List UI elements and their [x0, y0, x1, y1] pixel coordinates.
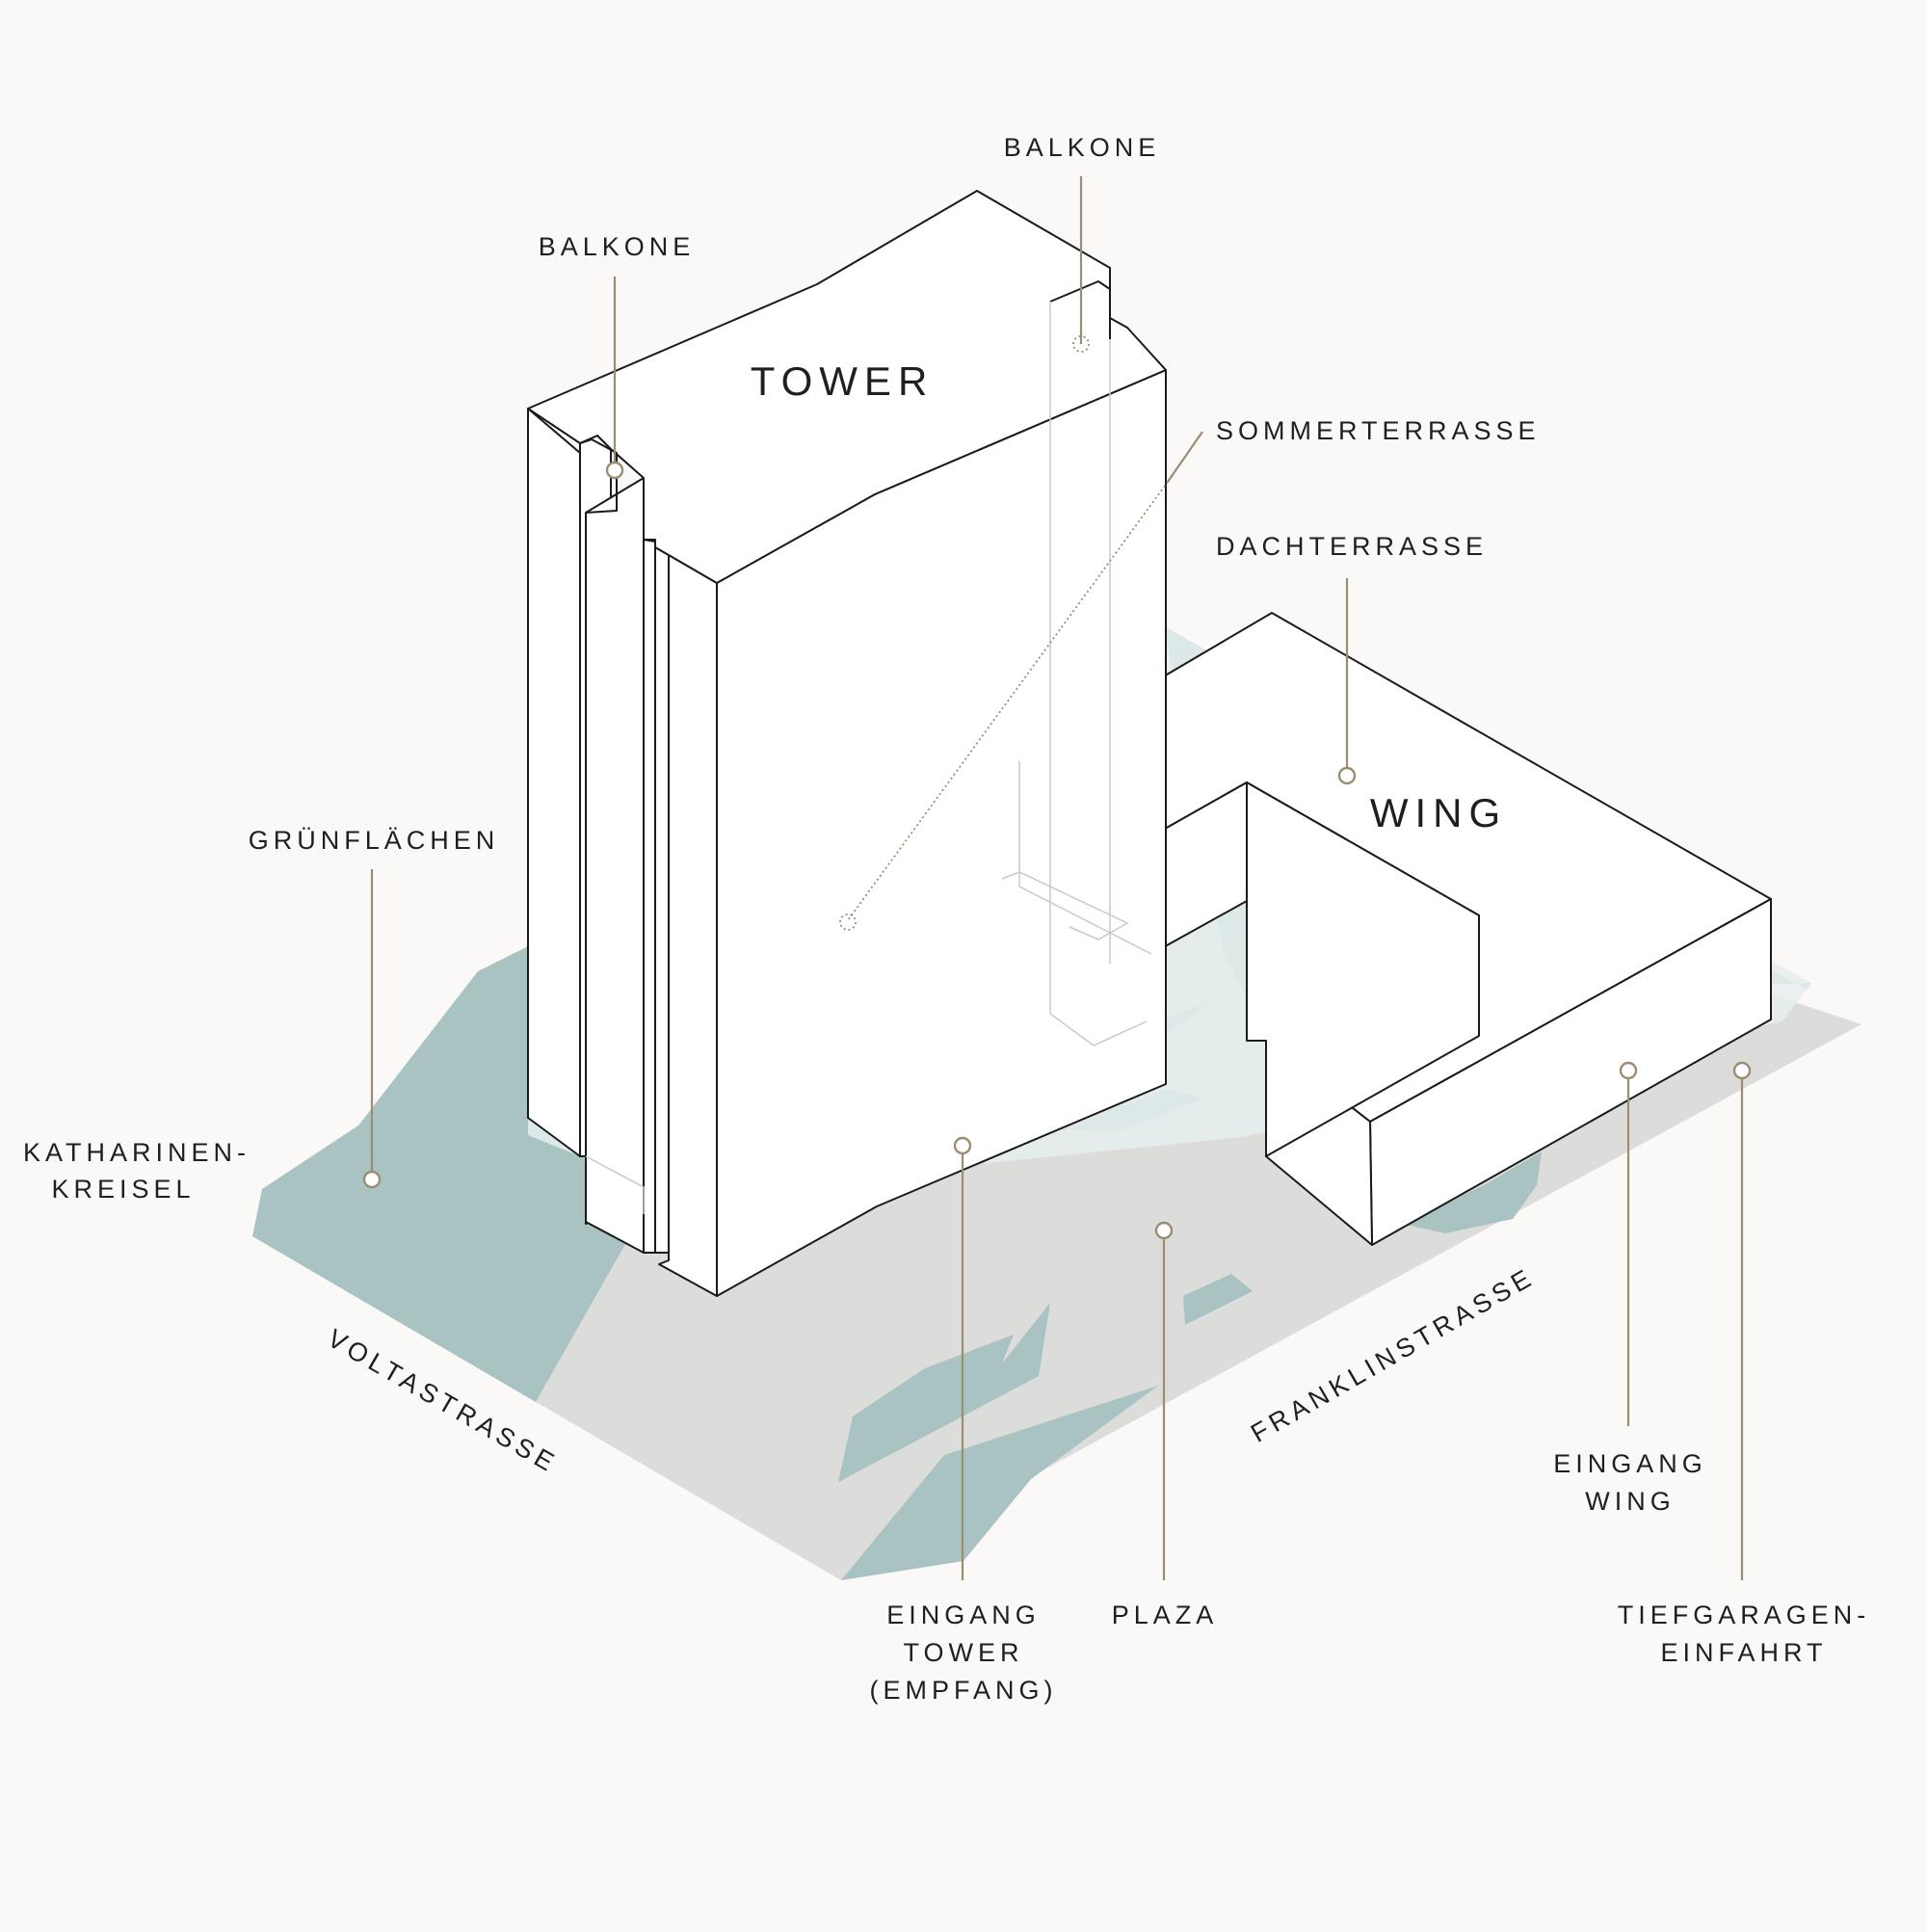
pin-plaza: [1154, 1221, 1174, 1240]
pin-balkone-top: [1072, 335, 1090, 353]
pin-tiefgarage: [1732, 1061, 1752, 1080]
pin-gruenflaechen: [362, 1170, 382, 1189]
tower-pier-face: [654, 546, 670, 1254]
label-eingang-tower-1: EINGANG: [886, 1601, 1041, 1629]
label-dachterrasse: DACHTERRASSE: [1216, 532, 1488, 561]
wing-building: [1018, 612, 1772, 1246]
tower-ghost-1: [1049, 302, 1148, 1046]
label-katharinenkreisel-2: KREISEL: [51, 1175, 195, 1204]
label-tiefgarage-1: TIEFGARAGEN-: [1618, 1601, 1871, 1629]
annotation-labels: BALKONE BALKONE SOMMERTERRASSE DACHTERRA…: [23, 133, 1871, 1705]
label-tiefgarage-2: EINFAHRT: [1660, 1638, 1827, 1667]
green-patch-5: [1402, 1151, 1542, 1233]
label-katharinenkreisel-1: KATHARINEN-: [23, 1138, 251, 1167]
pin-eingang-tower: [953, 1136, 972, 1155]
label-plaza: PLAZA: [1112, 1601, 1219, 1629]
label-balkone-top: BALKONE: [1004, 133, 1161, 162]
label-eingang-wing-1: EINGANG: [1553, 1449, 1707, 1478]
pin-sommerterrasse: [839, 913, 857, 931]
annotation-leaders: [362, 176, 1752, 1580]
label-sommerterrasse: SOMMERTERRASSE: [1216, 416, 1541, 445]
leader-sommerterrasse: [1167, 431, 1203, 483]
tower-ghost-4: [1018, 761, 1152, 955]
tower-upper-ledge: [1049, 280, 1111, 339]
wing-name: WING: [1370, 790, 1507, 835]
tower-ghost-3: [1001, 871, 1129, 940]
green-patch-1: [838, 1303, 1050, 1482]
label-eingang-tower-2: TOWER: [904, 1638, 1024, 1667]
pin-eingang-wing: [1619, 1061, 1638, 1080]
wing-court-face: [1246, 781, 1480, 1157]
label-eingang-wing-2: WING: [1585, 1487, 1676, 1516]
pin-dachterrasse: [1337, 766, 1357, 785]
green-patch-2: [841, 1386, 1158, 1580]
green-patch-3: [1183, 1274, 1253, 1325]
tower-slot-face: [643, 539, 656, 1254]
leader-sommerterrasse-hidden: [847, 481, 1169, 921]
tower-building: [527, 190, 1167, 1297]
tower-roof: [527, 190, 1167, 584]
tower-roof-edge: [579, 438, 618, 514]
tower-left-face: [527, 408, 581, 1157]
label-balkone-left: BALKONE: [539, 232, 696, 261]
label-eingang-tower-3: (EMPFANG): [869, 1676, 1057, 1705]
tower-mid-face: [585, 477, 645, 1254]
tower-name: TOWER: [751, 358, 935, 404]
tower-corner-face: [658, 554, 718, 1297]
label-gruenflaechen: GRÜNFLÄCHEN: [249, 826, 500, 855]
pin-balkone-left: [605, 461, 624, 480]
tower-ghost-5: [585, 1155, 645, 1214]
